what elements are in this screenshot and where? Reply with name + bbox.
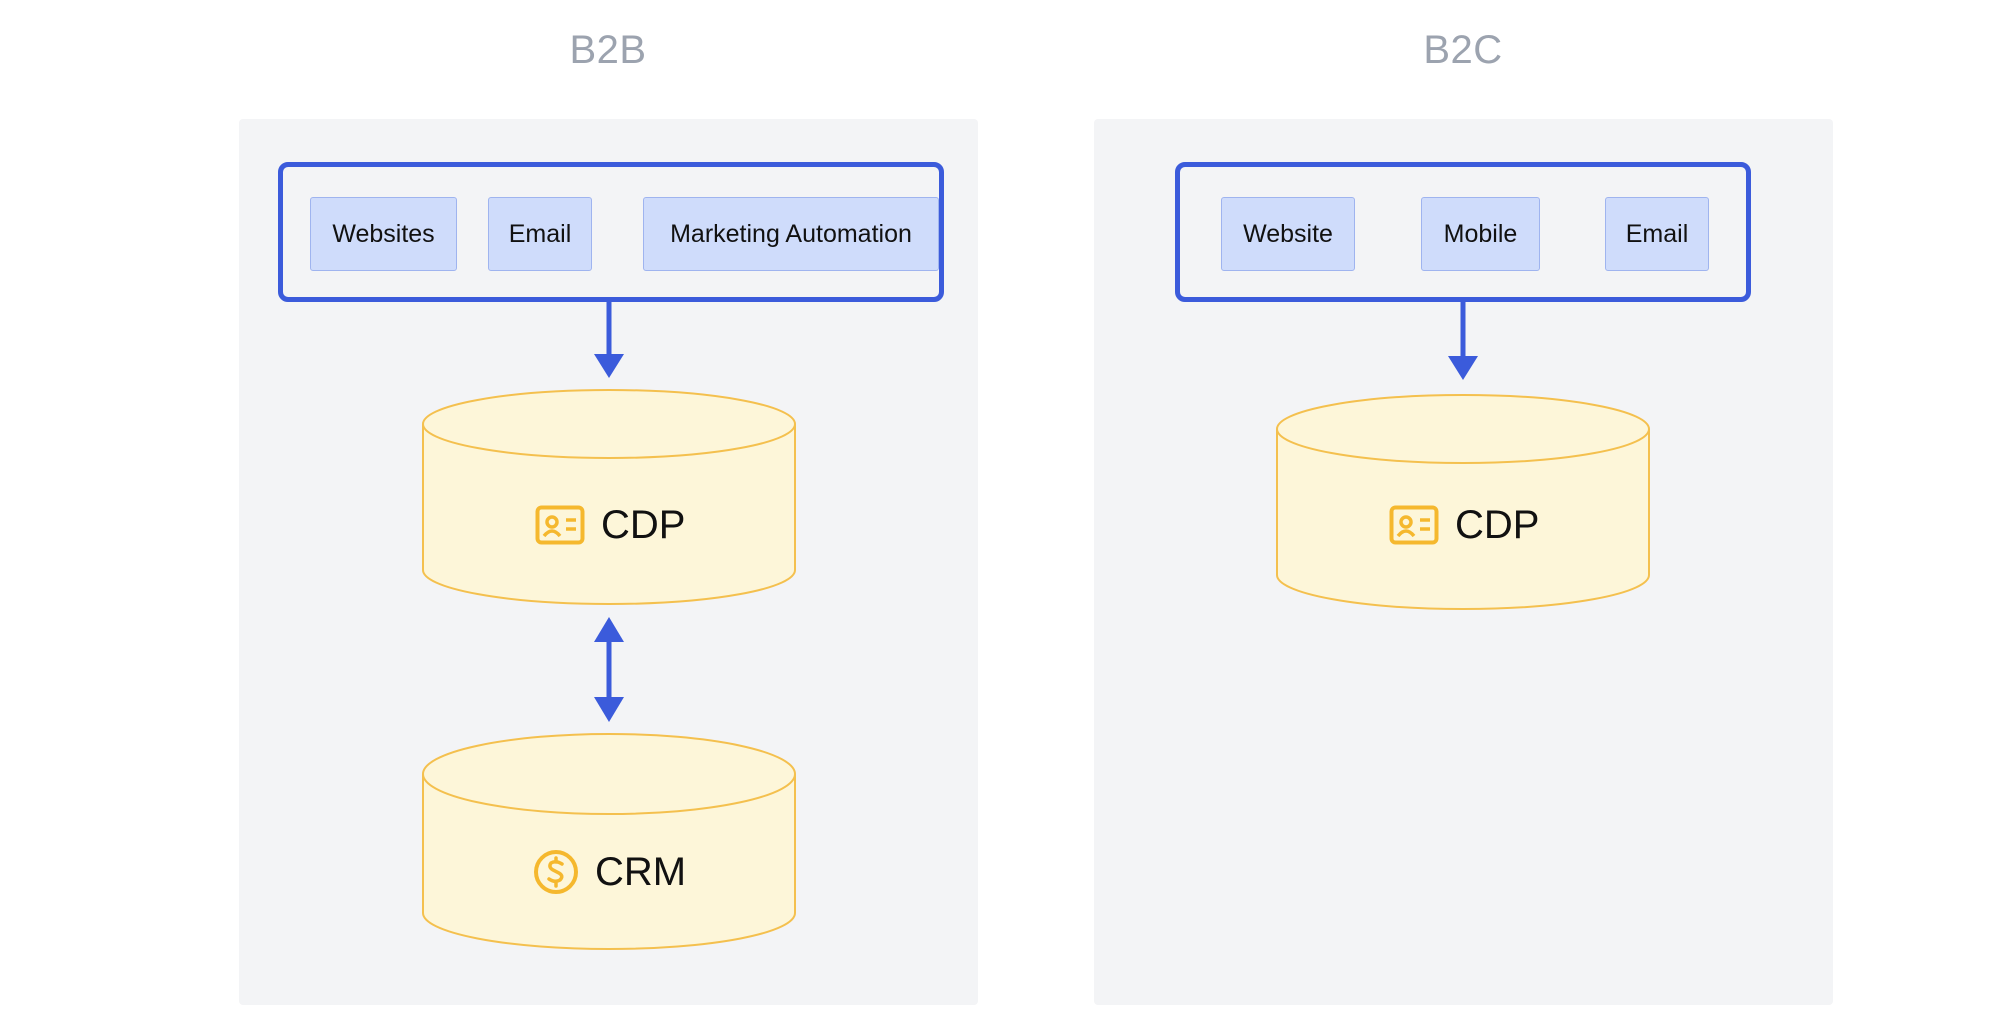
- b2b-crm-label-group: CRM: [533, 849, 686, 895]
- b2b-cdp-label-group: CDP: [535, 502, 685, 548]
- b2b-source-marketing-automation[interactable]: Marketing Automation: [643, 197, 939, 271]
- b2c-source-website[interactable]: Website: [1221, 197, 1355, 271]
- id-card-icon: [1389, 505, 1439, 545]
- id-card-icon: [535, 505, 585, 545]
- b2c-cdp-label: CDP: [1455, 502, 1540, 547]
- b2c-source-mobile[interactable]: Mobile: [1421, 197, 1540, 271]
- b2b-source-websites[interactable]: Websites: [310, 197, 457, 271]
- b2b-sources-group: Websites Email Marketing Automation: [278, 162, 944, 302]
- b2b-sources-to-cdp-arrow: [594, 300, 624, 378]
- b2c-sources-group: Website Mobile Email: [1175, 162, 1751, 302]
- b2c-cdp-database: [1276, 394, 1650, 610]
- b2c-source-email[interactable]: Email: [1605, 197, 1709, 271]
- b2b-title: B2B: [569, 28, 647, 72]
- b2c-cdp-label-group: CDP: [1389, 502, 1539, 548]
- b2b-cdp-database: [422, 389, 796, 605]
- b2b-crm-database: [422, 733, 796, 950]
- b2c-sources-to-cdp-arrow: [1448, 300, 1478, 380]
- b2b-source-email[interactable]: Email: [488, 197, 592, 271]
- b2b-cdp-label: CDP: [601, 502, 686, 547]
- dollar-coin-icon: [533, 849, 579, 895]
- b2b-crm-label: CRM: [595, 849, 687, 894]
- b2b-cdp-crm-bidirectional-arrow: [594, 617, 624, 722]
- b2c-title: B2C: [1423, 28, 1503, 72]
